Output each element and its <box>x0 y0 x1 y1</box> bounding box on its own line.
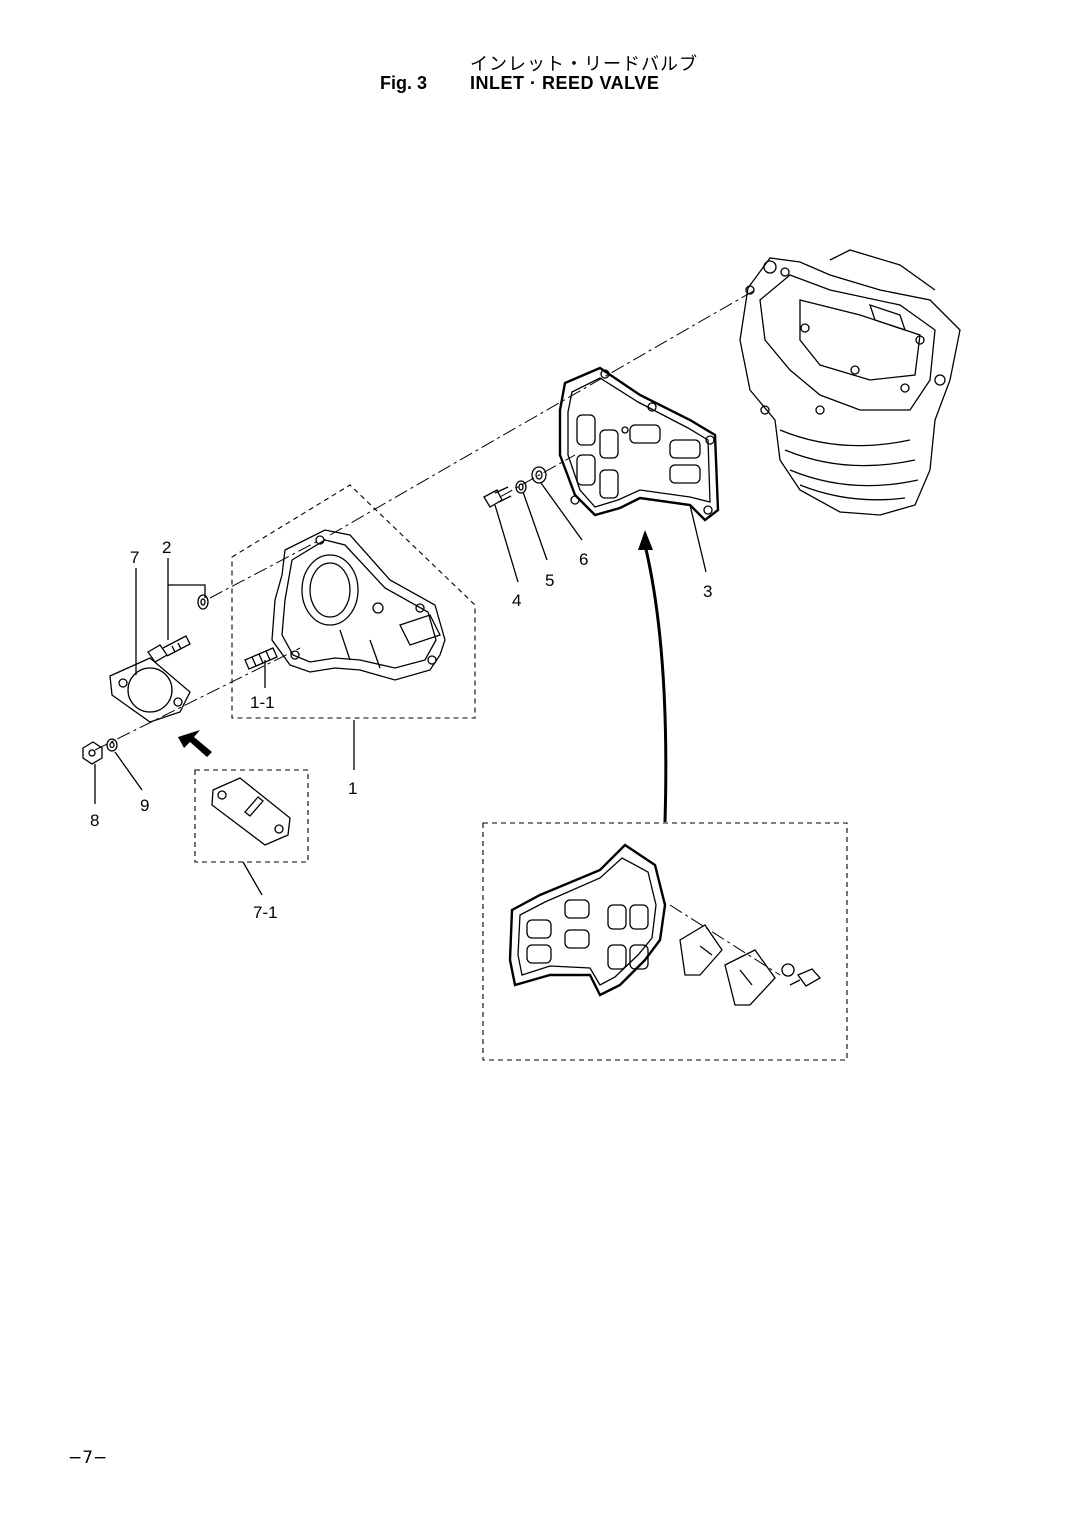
cover-plate <box>211 777 291 846</box>
reed-assembly-detail <box>508 843 822 1006</box>
leader-lines <box>94 482 707 896</box>
callout-2: 2 <box>162 538 171 557</box>
callout-1: 1 <box>348 779 357 798</box>
callout-7-1: 7-1 <box>253 903 278 922</box>
nut-and-washer <box>82 738 118 765</box>
detail-pointer-arrow <box>638 530 668 823</box>
callout-9: 9 <box>140 796 149 815</box>
cover-plate-group-box <box>194 769 309 863</box>
callout-4: 4 <box>512 591 521 610</box>
figure-number: Fig. 3 <box>380 73 428 93</box>
callout-6: 6 <box>579 550 588 569</box>
callout-3: 3 <box>703 582 712 601</box>
view-direction-arrow <box>178 730 212 757</box>
stud-bolt <box>244 647 278 670</box>
inlet-group-box <box>231 484 476 719</box>
gasket-flange <box>109 657 191 723</box>
inlet-manifold <box>271 529 446 681</box>
title-japanese: インレット・リードバルブ <box>470 54 698 75</box>
bolt-and-washer <box>147 594 209 663</box>
callout-8: 8 <box>90 811 99 830</box>
page-number: −7− <box>68 1448 108 1468</box>
reed-assembly-detail-box <box>482 822 848 1061</box>
callout-1-1: 1-1 <box>250 693 275 712</box>
callout-5: 5 <box>545 571 554 590</box>
screw-and-washers <box>483 466 547 508</box>
crankcase-block <box>739 249 961 516</box>
alignment-lines <box>94 289 781 976</box>
title-english: INLET · REED VALVE <box>470 73 660 93</box>
reed-valve-plate <box>558 366 720 522</box>
callout-7: 7 <box>130 548 139 567</box>
